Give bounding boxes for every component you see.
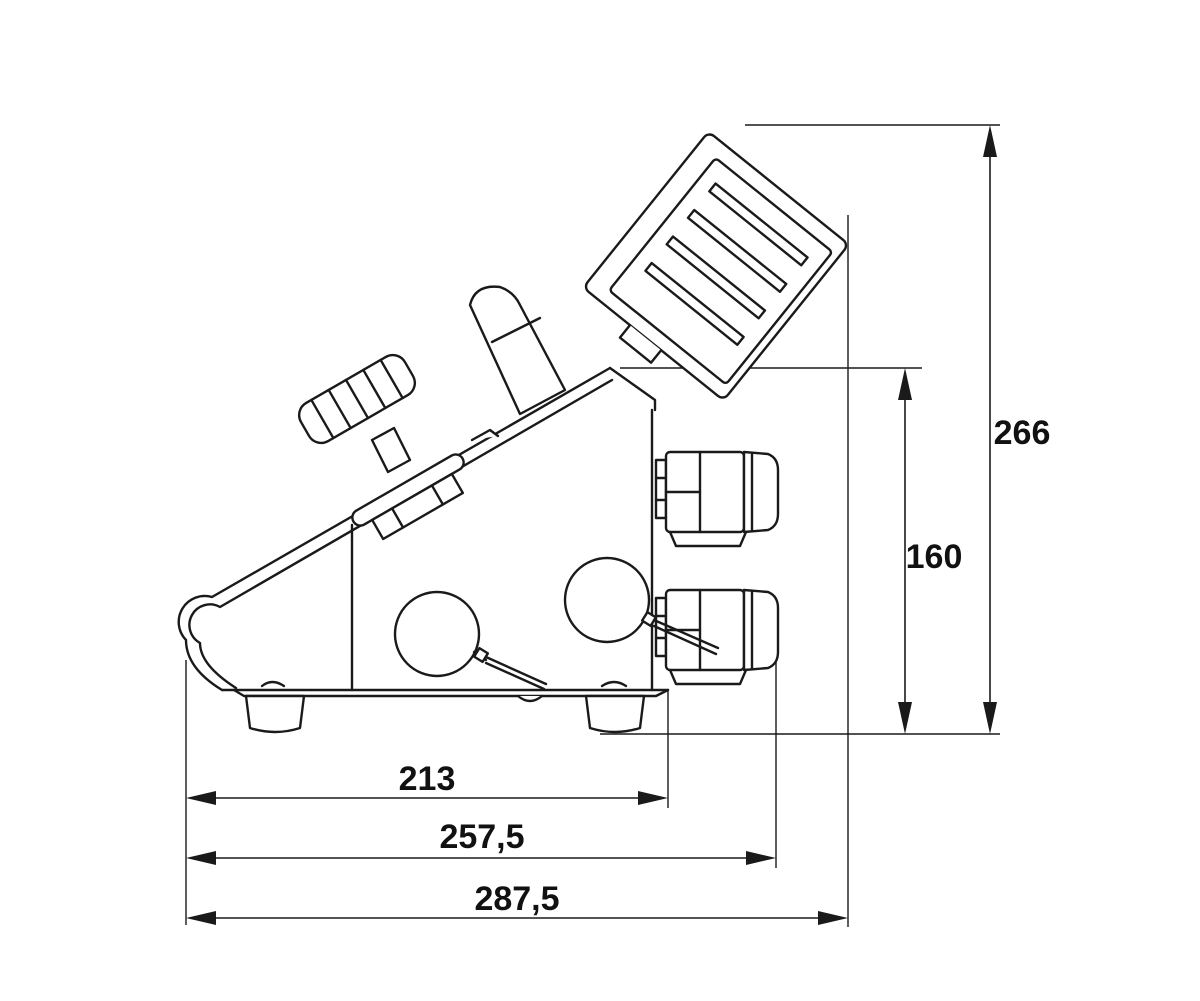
dimension-287-5: 287,5 — [186, 880, 848, 925]
dimension-257-5: 257,5 — [186, 818, 776, 865]
connector-lower[interactable] — [654, 588, 780, 686]
dimension-label-266: 266 — [994, 414, 1051, 452]
rubber-foot-right — [584, 680, 646, 734]
connector-upper[interactable] — [654, 450, 780, 548]
dimension-label-257-5: 257,5 — [439, 818, 524, 856]
dimension-label-213: 213 — [399, 760, 456, 798]
center-foot — [516, 694, 544, 703]
dimension-213: 213 — [186, 760, 668, 805]
device-housing — [177, 366, 670, 698]
tilted-keypad-box — [584, 133, 848, 399]
lever-handle[interactable] — [468, 285, 567, 416]
dimension-label-160: 160 — [906, 538, 963, 576]
dimension-160: 160 — [898, 368, 962, 734]
rubber-foot-left — [244, 680, 306, 734]
internal-component-left — [393, 590, 548, 691]
extension-lines — [185, 124, 1000, 927]
dimension-266: 266 — [983, 125, 1050, 734]
small-tab — [470, 428, 500, 442]
dimension-label-287-5: 287,5 — [474, 880, 559, 918]
rotary-knob[interactable] — [294, 350, 478, 548]
internal-component-right — [563, 556, 720, 656]
